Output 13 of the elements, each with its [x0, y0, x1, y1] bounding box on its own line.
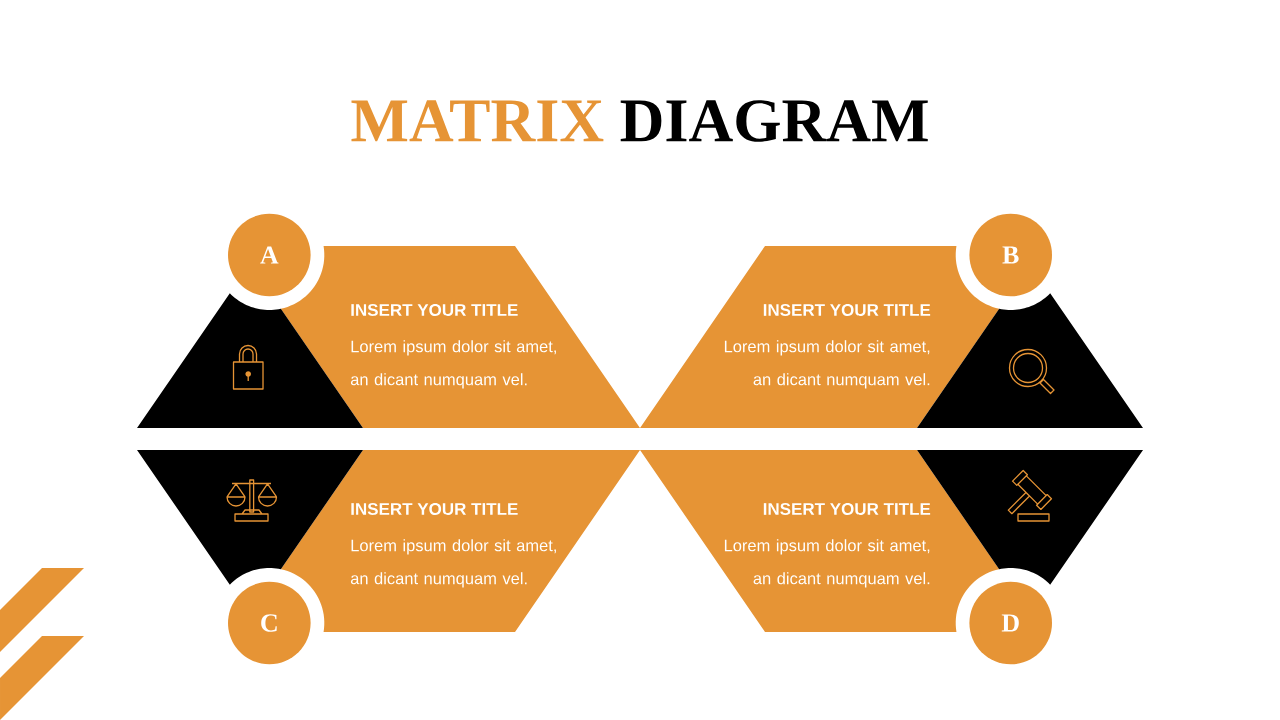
band [280, 246, 640, 428]
heading: INSERT YOUR TITLE [351, 502, 518, 515]
description: Lorem ipsum dolor sit amet, an dicant numquam vel. [350, 340, 556, 389]
heading: INSERT YOUR TITLE [763, 303, 931, 316]
heading: INSERT YOUR TITLE [763, 502, 931, 515]
band [640, 450, 1000, 632]
description: Lorem ipsum dolor sit amet, an dicant numquam vel. [724, 340, 930, 389]
band [640, 246, 1000, 428]
description: Lorem ipsum dolor sit amet, an dicant numquam vel. [350, 539, 556, 588]
description: Lorem ipsum dolor sit amet, an dicant numquam vel. [724, 539, 930, 588]
band [280, 450, 640, 632]
heading: INSERT YOUR TITLE [351, 303, 518, 316]
title: MATRIX DIAGRAM [351, 100, 928, 142]
